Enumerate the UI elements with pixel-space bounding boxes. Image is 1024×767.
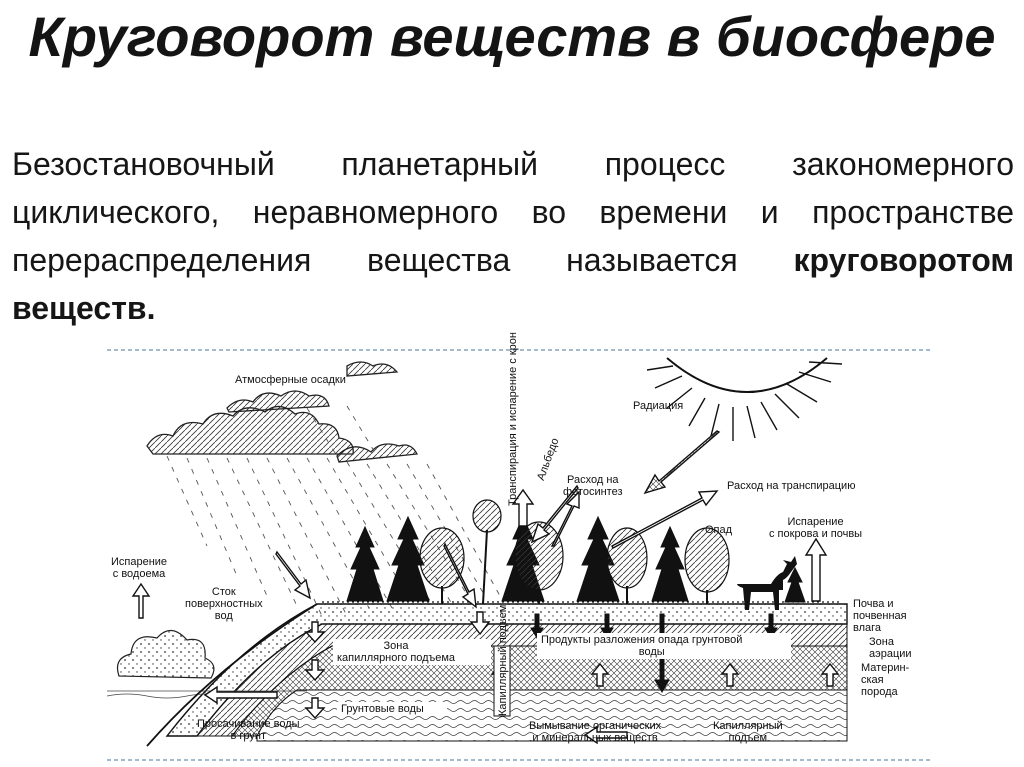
- evaporation-water-icon: [131, 582, 151, 619]
- label-groundwater: Грунтовые воды: [341, 703, 424, 715]
- page-title: Круговорот веществ в биосфере: [28, 5, 996, 68]
- rain-arrow-icon: [443, 542, 477, 609]
- label-transpiration-use: Расход на транспирацию: [727, 480, 856, 492]
- forest: [346, 515, 806, 603]
- label-capillary-vertical: Капиллярный подъем: [497, 604, 509, 716]
- albedo-arrow-icon: [550, 490, 580, 547]
- sun-icon: [646, 357, 843, 441]
- cloud-icon: [146, 361, 419, 463]
- definition-text: Безостановочный планетарный процесс зако…: [12, 146, 1014, 278]
- flow-arrows: [131, 430, 840, 745]
- photosynthesis-arrow-icon: [530, 484, 579, 544]
- label-litter: Опад: [705, 524, 733, 536]
- definition-paragraph: Безостановочный планетарный процесс зако…: [12, 140, 1014, 332]
- label-radiation: Радиация: [633, 400, 684, 412]
- runoff-arrow-icon: [275, 550, 312, 600]
- water-steam-icon: [116, 629, 215, 679]
- tree-trunks: [441, 529, 708, 605]
- diagram-drawing: [107, 349, 933, 761]
- transpiration-arrow-icon: [611, 490, 719, 549]
- radiation-arrow-icon: [643, 430, 721, 495]
- label-transpiration-vertical: Транспирация и испарение с крон: [507, 332, 519, 506]
- deciduous-trees: [419, 499, 730, 593]
- transpiration-up-icon: [511, 488, 535, 527]
- label-decomposition: Продукты разложения опада грунтовой воды: [541, 634, 743, 658]
- evaporation-up-icon: [804, 537, 828, 602]
- definition-term: круговоротом веществ.: [12, 242, 1014, 326]
- biosphere-cycle-diagram: Атмосферные осадки Радиация Транспирация…: [107, 332, 933, 764]
- label-precipitation: Атмосферные осадки: [235, 374, 346, 386]
